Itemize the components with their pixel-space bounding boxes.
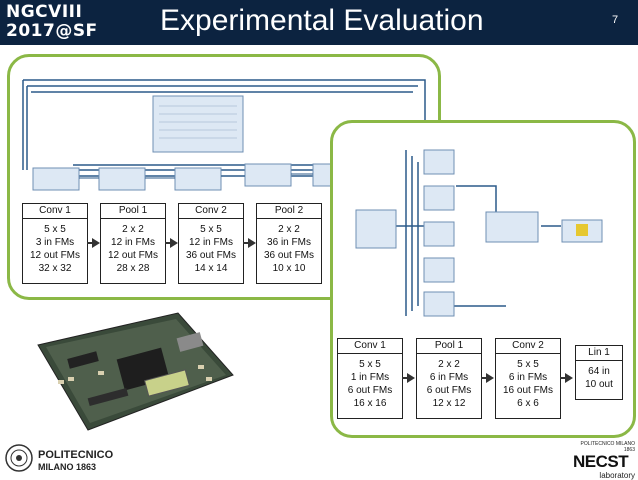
necst-sub-text: laboratory — [599, 471, 635, 480]
logo-line2: 2017@SF — [6, 21, 98, 41]
block-line: 6 in FMs — [429, 372, 469, 383]
arrow-shaft — [560, 377, 568, 379]
block-title: Conv 1 — [338, 339, 402, 354]
block-line: 6 in FMs — [508, 372, 548, 383]
p1-block-pool1: Pool 1 2 x 2 12 in FMs 12 out FMs 28 x 2… — [100, 203, 166, 284]
block-line: 36 out FMs — [185, 250, 237, 261]
arrow-shaft — [87, 242, 95, 244]
p2-block-conv2: Conv 2 5 x 5 6 in FMs 16 out FMs 6 x 6 — [495, 338, 561, 419]
block-line: 64 in — [588, 366, 610, 377]
block-line: 16 x 16 — [353, 398, 387, 409]
polimi-line2: MILANO 1863 — [38, 462, 97, 472]
block-line: 28 x 28 — [116, 263, 150, 274]
polimi-logo-text: POLITECNICO MILANO 1863 — [38, 449, 113, 473]
logo-line1: NGCVIII — [6, 2, 83, 22]
block-line: 14 x 14 — [194, 263, 228, 274]
p2-block-conv1: Conv 1 5 x 5 1 in FMs 6 out FMs 16 x 16 — [337, 338, 403, 419]
necst-main-text: NECST — [573, 452, 629, 471]
header-bar: NGCVIII 2017@SF Experimental Evaluation … — [0, 0, 638, 45]
block-line: 3 in FMs — [35, 237, 75, 248]
block-line: 36 in FMs — [267, 237, 311, 248]
polimi-seal-icon — [5, 444, 33, 472]
block-line: 12 in FMs — [189, 237, 233, 248]
block-line: 5 x 5 — [44, 224, 66, 235]
block-line: 12 x 12 — [432, 398, 466, 409]
block-line: 12 in FMs — [111, 237, 155, 248]
block-title: Conv 2 — [496, 339, 560, 354]
page-number: 7 — [612, 14, 619, 26]
block-title: Pool 1 — [101, 204, 165, 219]
block-line: 1 in FMs — [350, 372, 390, 383]
block-line: 12 out FMs — [107, 250, 159, 261]
arrow-head — [565, 373, 573, 383]
block-line: 5 x 5 — [359, 359, 381, 370]
block-line: 32 x 32 — [38, 263, 72, 274]
p2-block-pool1: Pool 1 2 x 2 6 in FMs 6 out FMs 12 x 12 — [416, 338, 482, 419]
block-line: 2 x 2 — [278, 224, 300, 235]
p1-block-conv1: Conv 1 5 x 5 3 in FMs 12 out FMs 32 x 32 — [22, 203, 88, 284]
block-title: Pool 2 — [257, 204, 321, 219]
block-title: Conv 2 — [179, 204, 243, 219]
block-title: Lin 1 — [576, 346, 622, 361]
block-line: 10 x 10 — [272, 263, 306, 274]
block-title: Pool 1 — [417, 339, 481, 354]
slide-title: Experimental Evaluation — [160, 4, 484, 37]
block-line: 5 x 5 — [517, 359, 539, 370]
p1-block-conv2: Conv 2 5 x 5 12 in FMs 36 out FMs 14 x 1… — [178, 203, 244, 284]
necst-top-text: POLITECNICO MILANO 1863 — [580, 441, 635, 453]
block-line: 6 x 6 — [517, 398, 539, 409]
polimi-line1: POLITECNICO — [38, 449, 114, 461]
block-line: 10 out — [585, 379, 613, 390]
arrow-head — [407, 373, 415, 383]
polimi-logo — [4, 443, 34, 478]
block-line: 36 out FMs — [263, 250, 315, 261]
ngc-logo: NGCVIII 2017@SF — [6, 3, 98, 41]
arrow-head — [92, 238, 100, 248]
block-line: 5 x 5 — [200, 224, 222, 235]
arrow-head — [248, 238, 256, 248]
block-line: 2 x 2 — [438, 359, 460, 370]
arrow-shaft — [481, 377, 489, 379]
arrow-shaft — [402, 377, 410, 379]
arrow-shaft — [165, 242, 173, 244]
p2-block-lin1: Lin 1 64 in 10 out — [575, 345, 623, 400]
block-line: 12 out FMs — [29, 250, 81, 261]
block-line: 16 out FMs — [502, 385, 554, 396]
block-line: 2 x 2 — [122, 224, 144, 235]
block-line: 6 out FMs — [347, 385, 393, 396]
p1-block-pool2: Pool 2 2 x 2 36 in FMs 36 out FMs 10 x 1… — [256, 203, 322, 284]
arrow-head — [170, 238, 178, 248]
necst-logo: POLITECNICO MILANO 1863 NECST laboratory — [573, 441, 635, 480]
fpga-board-image — [37, 312, 234, 431]
block-title: Conv 1 — [23, 204, 87, 219]
block-diagram-2 — [355, 149, 603, 317]
arrow-head — [486, 373, 494, 383]
arrow-shaft — [243, 242, 251, 244]
block-line: 6 out FMs — [426, 385, 472, 396]
